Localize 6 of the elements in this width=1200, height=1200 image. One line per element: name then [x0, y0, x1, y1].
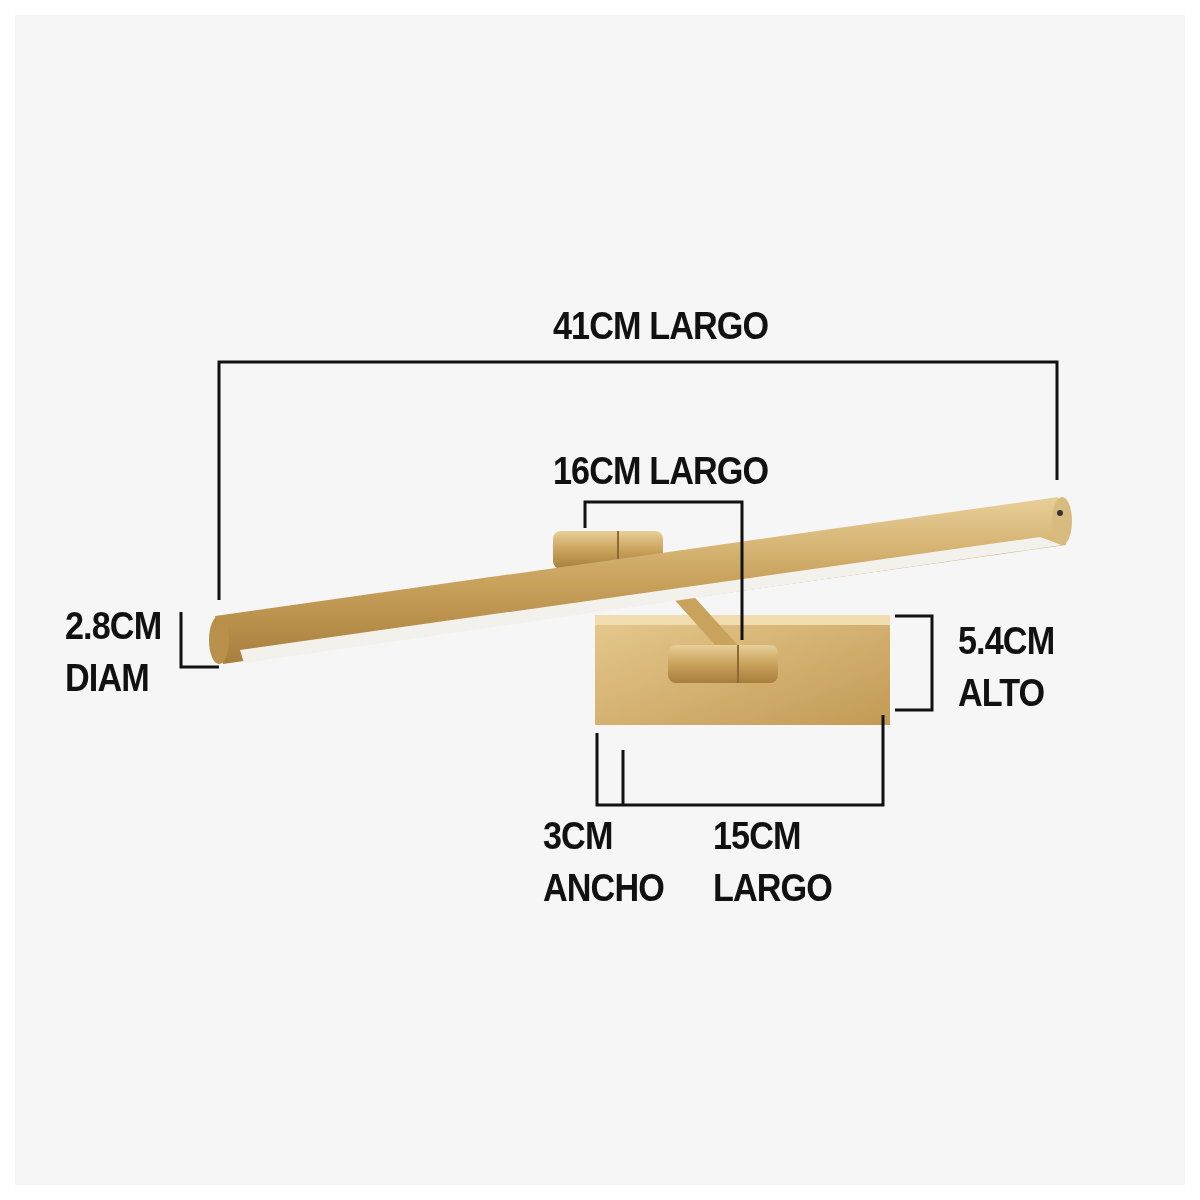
dimension-label: 41CM LARGO	[553, 304, 770, 349]
dimension-label: 16CM LARGO	[553, 449, 770, 494]
dimension-label: 3CM ANCHO	[543, 814, 665, 911]
dimension-label: 2.8CM DIAM	[65, 604, 163, 701]
dimension-label: 5.4CM ALTO	[958, 619, 1056, 716]
dimension-label: 15CM LARGO	[713, 814, 833, 911]
